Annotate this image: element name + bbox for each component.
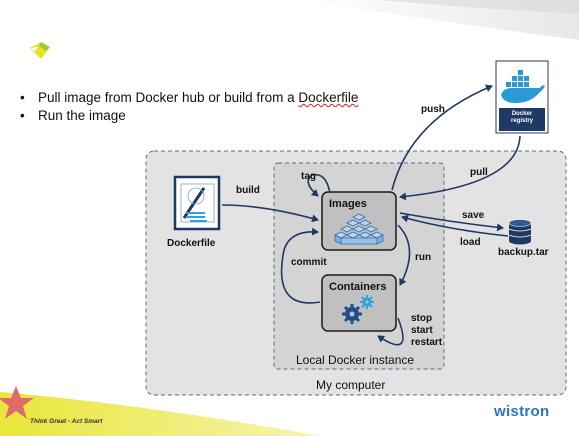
docker-registry-icon [495, 60, 549, 134]
image-layers-icon [334, 213, 384, 245]
save-arrow [399, 212, 504, 232]
stop-label: stop [411, 313, 433, 324]
star-icon [0, 386, 34, 419]
database-icon [508, 219, 532, 245]
brand-logo: wistron [494, 403, 550, 420]
containers-label: Containers [329, 281, 387, 293]
save-label: save [462, 210, 485, 221]
tag-arrow [307, 173, 331, 197]
gears-icon [342, 295, 374, 324]
pull-label: pull [470, 167, 488, 178]
backup-label: backup.tar [498, 247, 549, 258]
local-instance-box [273, 162, 445, 370]
bullet-underlined-text: Dockerfile [298, 90, 359, 105]
registry-label: Docker registry [510, 111, 533, 124]
load-arrow [401, 214, 509, 237]
build-label: build [236, 185, 260, 196]
local-instance-label: Local Docker instance [296, 353, 415, 367]
bullet-text: Run the image [38, 108, 126, 123]
pull-arrow [399, 135, 521, 201]
restart-label: restart [411, 337, 443, 348]
load-label: load [460, 237, 481, 248]
commit-label: commit [291, 257, 327, 268]
bullet-text: Pull image from Docker hub or build from… [38, 90, 299, 105]
build-arrow [221, 204, 319, 223]
run-label: run [415, 252, 432, 263]
containers-box [321, 274, 397, 332]
logo-icon [29, 42, 50, 59]
bullet-list: •Pull image from Docker hub or build fro… [20, 89, 358, 125]
images-label: Images [329, 198, 367, 210]
run-arrow [397, 224, 411, 286]
dockerfile-label: Dockerfile [167, 238, 216, 249]
tag-label: tag [301, 171, 316, 182]
dockerfile-icon [173, 175, 221, 231]
footer-slogan: Think Great - Act Smart [30, 418, 103, 425]
push-arrow [391, 84, 493, 191]
my-computer-label: My computer [316, 378, 386, 392]
bullet-item-run: •Run the image [20, 108, 126, 123]
commit-arrow [280, 227, 321, 304]
push-label: push [421, 104, 445, 115]
lifecycle-arrow [377, 317, 404, 346]
bullet-item-pull: •Pull image from Docker hub or build fro… [20, 90, 359, 105]
start-label: start [411, 325, 433, 336]
